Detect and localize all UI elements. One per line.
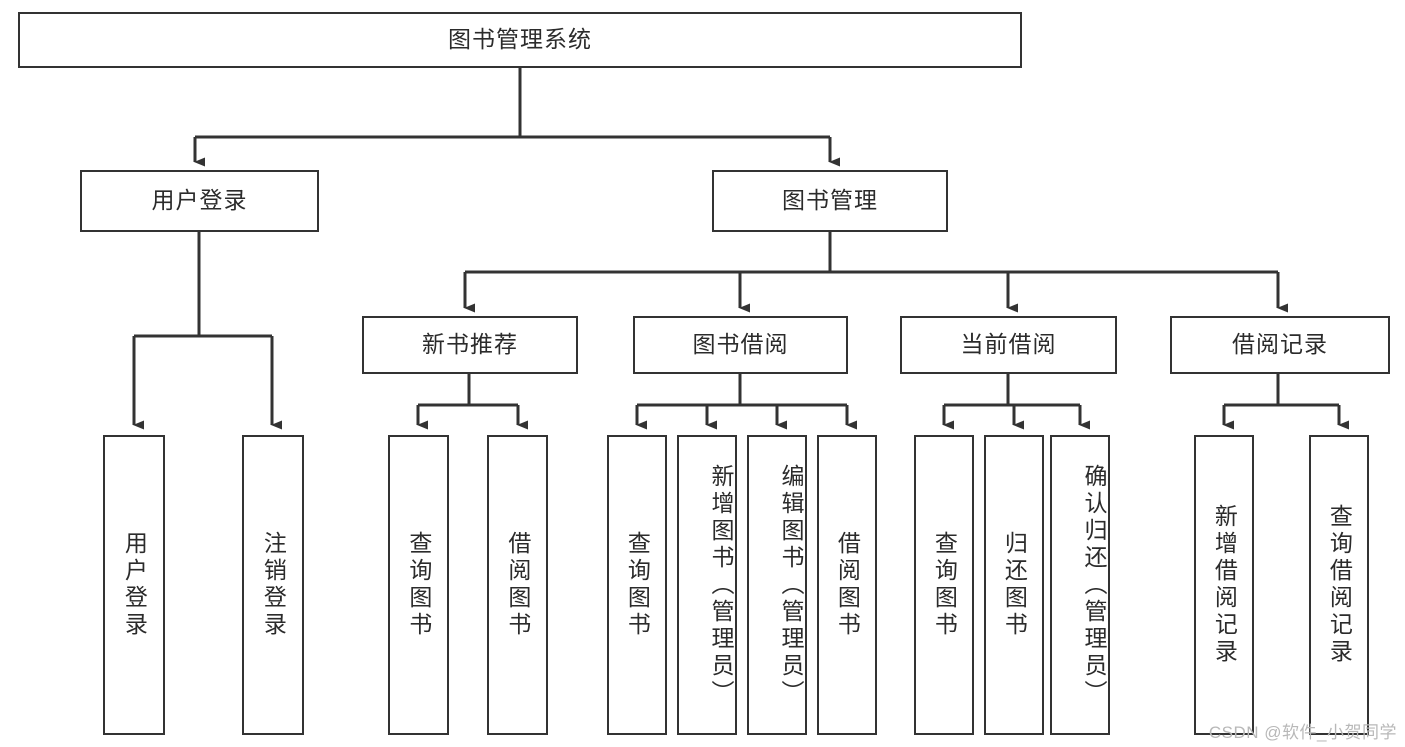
node-current-return-books-label: 归还图书 [1001, 531, 1028, 639]
node-logout[interactable]: 注销登录 [242, 435, 304, 735]
node-borrow-add-book-admin[interactable]: 新增图书（管理员） [677, 435, 737, 735]
node-borrow-query-books-label: 查询图书 [624, 531, 651, 639]
node-user-login[interactable]: 用户登录 [80, 170, 319, 232]
node-book-management[interactable]: 图书管理 [712, 170, 948, 232]
node-current-confirm-return-admin[interactable]: 确认归还（管理员） [1050, 435, 1110, 735]
node-book-borrow-label: 图书借阅 [692, 331, 789, 358]
node-user-login-label: 用户登录 [151, 187, 248, 214]
node-newbook-borrow-books[interactable]: 借阅图书 [487, 435, 548, 735]
node-borrow-edit-book-admin-label: 编辑图书（管理员） [778, 463, 804, 707]
node-current-return-books[interactable]: 归还图书 [984, 435, 1044, 735]
node-new-book-recommend-label: 新书推荐 [422, 331, 518, 358]
node-login-query[interactable]: 用户登录 [103, 435, 165, 735]
node-book-borrow[interactable]: 图书借阅 [633, 316, 848, 374]
csdn-watermark: CSDN @软件_小贺同学 [1208, 723, 1397, 742]
node-records-add-record-label: 新增借阅记录 [1211, 504, 1238, 666]
node-root-label: 图书管理系统 [448, 26, 592, 53]
node-current-query-books-label: 查询图书 [931, 531, 958, 639]
node-current-borrow-label: 当前借阅 [960, 331, 1057, 358]
node-borrow-borrow-books[interactable]: 借阅图书 [817, 435, 877, 735]
node-current-confirm-return-admin-label: 确认归还（管理员） [1081, 463, 1107, 707]
node-records-query-record-label: 查询借阅记录 [1326, 504, 1353, 666]
node-login-query-label: 用户登录 [121, 531, 148, 639]
node-book-management-label: 图书管理 [782, 187, 878, 214]
node-newbook-query-books[interactable]: 查询图书 [388, 435, 449, 735]
node-borrow-edit-book-admin[interactable]: 编辑图书（管理员） [747, 435, 807, 735]
node-borrow-add-book-admin-label: 新增图书（管理员） [708, 463, 734, 707]
node-borrow-records-label: 借阅记录 [1232, 331, 1328, 358]
node-logout-label: 注销登录 [260, 531, 287, 639]
node-current-borrow[interactable]: 当前借阅 [900, 316, 1117, 374]
node-new-book-recommend[interactable]: 新书推荐 [362, 316, 578, 374]
node-root[interactable]: 图书管理系统 [18, 12, 1022, 68]
node-records-add-record[interactable]: 新增借阅记录 [1194, 435, 1254, 735]
node-borrow-records[interactable]: 借阅记录 [1170, 316, 1390, 374]
node-borrow-query-books[interactable]: 查询图书 [607, 435, 667, 735]
node-newbook-query-books-label: 查询图书 [405, 531, 432, 639]
node-current-query-books[interactable]: 查询图书 [914, 435, 974, 735]
node-newbook-borrow-books-label: 借阅图书 [504, 531, 531, 639]
node-records-query-record[interactable]: 查询借阅记录 [1309, 435, 1369, 735]
node-borrow-borrow-books-label: 借阅图书 [834, 531, 861, 639]
